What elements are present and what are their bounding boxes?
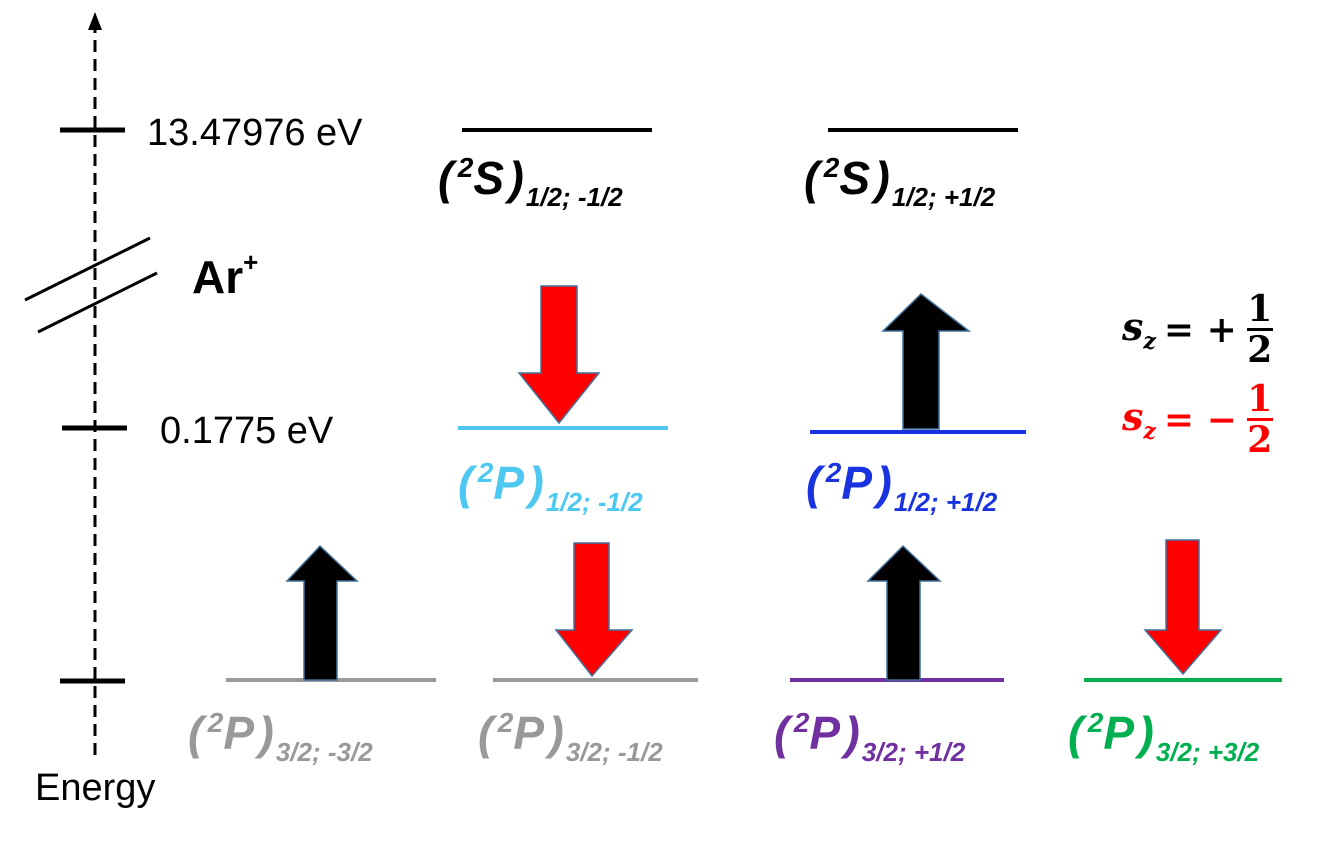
- ion-label: Ar+: [192, 246, 259, 304]
- axis-title: Energy: [35, 767, 156, 809]
- term-label-s-minus: ( 2S )1/2; -1/2: [438, 152, 623, 212]
- term-label-p32-m12: ( 2P )3/2; -1/2: [478, 707, 663, 767]
- tick-label-0.1775eV: 0.1775 eV: [160, 410, 334, 452]
- spin-up-arrow-p32-m32: [285, 544, 359, 681]
- term-label-p32-m32: ( 2P )3/2; -3/2: [188, 707, 373, 767]
- term-label-p12-plus: ( 2P )1/2; +1/2: [806, 457, 998, 517]
- ion-symbol: Ar: [192, 251, 244, 303]
- legend-equals: = −: [1163, 398, 1237, 441]
- energy-axis-arrowhead: [88, 12, 102, 30]
- legend-fraction: 1 2: [1246, 378, 1273, 461]
- axis-break-mark: [24, 236, 151, 302]
- tick-label-13eV: 13.47976 eV: [147, 112, 363, 154]
- fraction-bar: [1246, 328, 1273, 331]
- term-label-s-plus: ( 2S )1/2; +1/2: [804, 152, 996, 212]
- spin-down-arrow-p12-minus: [517, 285, 601, 425]
- term-label-p32-p12: ( 2P )3/2; +1/2: [774, 707, 966, 767]
- ion-charge: +: [243, 246, 259, 277]
- legend-spin-down: sz = − 1 2: [1122, 380, 1273, 459]
- legend-spin-up: sz = + 1 2: [1122, 290, 1273, 369]
- term-label-p32-p32: ( 2P )3/2; +3/2: [1068, 707, 1260, 767]
- fraction-bar: [1246, 418, 1273, 421]
- legend-fraction: 1 2: [1246, 288, 1273, 371]
- legend-equals: = +: [1163, 308, 1237, 351]
- spin-down-arrow-p32-m12: [554, 542, 634, 678]
- term-label-p12-minus: ( 2P )1/2; -1/2: [458, 457, 643, 517]
- spin-up-arrow-p32-p12: [866, 544, 942, 681]
- spin-up-arrow-p12-plus: [881, 293, 972, 430]
- axis-break-mark: [37, 271, 158, 334]
- spin-down-arrow-p32-p32: [1143, 539, 1223, 676]
- legend-symbol: sz: [1122, 304, 1156, 355]
- legend-symbol: sz: [1122, 394, 1156, 445]
